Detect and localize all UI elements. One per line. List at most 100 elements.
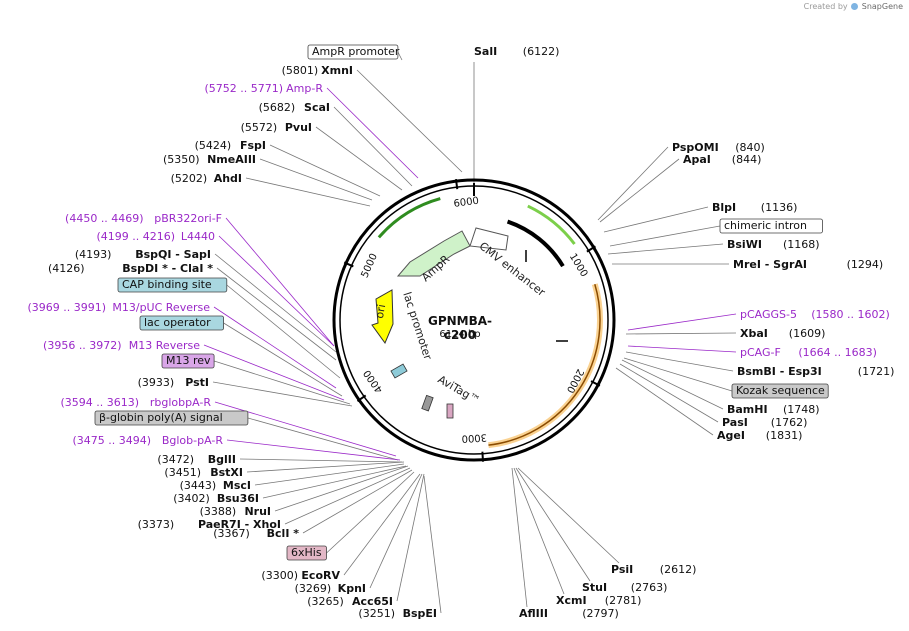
site-name: PspOMI	[672, 141, 719, 154]
site-pos: (2763)	[631, 581, 668, 594]
site-name: L4440	[181, 230, 215, 243]
site-pbr322ori-f: pBR322ori-F(4450 .. 4469)	[65, 212, 222, 225]
site-pos: (3367)	[213, 527, 250, 540]
leader-line	[625, 351, 734, 372]
site-name: XcmI	[556, 594, 587, 607]
site-name: Acc65I	[352, 595, 393, 608]
feature-box	[94, 410, 249, 426]
site-kozak-sequence: Kozak sequence	[731, 383, 829, 399]
site-acc65i: Acc65I (3265)	[307, 595, 393, 608]
site-kpni: KpnI(3269)	[295, 582, 366, 595]
site-amp-r: Amp-R(5752 .. 5771)	[204, 82, 323, 95]
site-pos: (3472)	[157, 453, 194, 466]
site-pos: (1721)	[858, 365, 895, 378]
site-pos: (3265)	[307, 595, 344, 608]
site-name: Bglob-pA-R	[162, 434, 224, 447]
site-name: SalI	[474, 45, 497, 58]
site-xbai: XbaI(1609)	[740, 327, 825, 340]
site-ecorv: EcoRV(3300)	[261, 569, 340, 582]
site-6xhis: 6xHis	[286, 545, 327, 561]
tick-label: 3000	[461, 431, 487, 444]
feature-box	[161, 353, 215, 369]
site-pos: (3443)	[180, 479, 217, 492]
site-stui: StuI (2763)	[582, 581, 667, 594]
site-pvui: PvuI(5572)	[241, 121, 312, 134]
leader-line	[284, 467, 411, 525]
leader-line	[223, 322, 343, 397]
map-length: 6124 bp	[439, 329, 481, 340]
site-name: AflIII	[519, 607, 548, 620]
leader-line	[423, 475, 442, 614]
tick-label: 1000	[567, 252, 590, 279]
site-pos: (5424)	[195, 139, 232, 152]
leader-line	[627, 313, 737, 331]
leader-line	[619, 363, 719, 423]
site-nrui: NruI(3388)	[200, 505, 271, 518]
site-name: BclI *	[267, 527, 300, 540]
leader-line	[245, 177, 371, 207]
site-bspdi-clai-: BspDI * - ClaI *(4126)	[48, 262, 213, 275]
leader-line	[214, 253, 337, 353]
feature-box	[286, 545, 327, 561]
site-cap-binding-site: CAP binding site	[117, 277, 228, 293]
site-pos: (3388)	[200, 505, 237, 518]
feature-box	[307, 44, 399, 60]
feature-box	[731, 383, 829, 399]
site-pos: (3594 .. 3613)	[60, 396, 139, 409]
site-pos: (1762)	[771, 416, 808, 429]
site-name: BamHI	[727, 403, 768, 416]
site-agei: AgeI(1831)	[717, 429, 802, 442]
leader-line	[627, 345, 737, 353]
site-pos: (6122)	[523, 45, 560, 58]
site-name: StuI	[582, 581, 607, 594]
site-pos: (1168)	[783, 238, 820, 251]
tick-mark	[343, 261, 354, 268]
site-pos: (4199 .. 4216)	[96, 230, 175, 243]
site-pos: (2797)	[582, 607, 619, 620]
site-name: BspDI * - ClaI *	[122, 262, 213, 275]
site-pos: (1294)	[847, 258, 884, 271]
site-name: pCAG-F	[740, 346, 781, 359]
leader-line	[226, 284, 341, 379]
leader-line	[356, 69, 463, 173]
site-m13-puc-reverse: M13/pUC Reverse(3969 .. 3991)	[27, 301, 210, 314]
site-name: Amp-R	[286, 82, 323, 95]
site-xmni: XmnI(5801)	[282, 64, 353, 77]
site-pos: (1664 .. 1683)	[798, 346, 877, 359]
site-pos: (5752 .. 5771)	[204, 82, 283, 95]
site-name: BglII	[208, 453, 236, 466]
site-chimeric-intron: chimeric intron	[719, 218, 823, 234]
leader-line	[254, 463, 405, 486]
leader-line	[226, 439, 401, 461]
feature-box-text: AmpR promoter	[312, 45, 400, 58]
site-psti: PstI(3933)	[138, 376, 209, 389]
site-labels: SalI(6122)PspOMI(840)ApaI(844)BlpI(1136)…	[27, 44, 895, 620]
leader-line	[203, 344, 345, 401]
leader-line	[621, 359, 724, 410]
site-name: XbaI	[740, 327, 768, 340]
site-name: AgeI	[717, 429, 745, 442]
site-pos: (1136)	[761, 201, 798, 214]
site-name: BlpI	[712, 201, 736, 214]
his-block	[446, 403, 454, 419]
avitag-label: AviTag™	[436, 373, 482, 407]
leader-line	[623, 357, 733, 392]
site-name: PasI	[722, 416, 748, 429]
site-pcaggs-5: pCAGGS-5(1580 .. 1602)	[740, 308, 890, 321]
leader-line	[396, 473, 425, 602]
site-msci: MscI(3443)	[180, 479, 251, 492]
site-pos: (5350)	[163, 153, 200, 166]
site-mrei-sgrai: MreI - SgrAI(1294)	[733, 258, 883, 271]
leader-line	[607, 243, 724, 255]
ampr-arrow	[396, 230, 471, 277]
tick-mark	[454, 179, 459, 190]
leader-line	[302, 469, 413, 534]
site-name: pBR322ori-F	[154, 212, 222, 225]
leader-line	[225, 217, 335, 347]
site-afliii: AflIII (2797)	[519, 607, 619, 620]
site-bstxi: BstXI(3451)	[164, 466, 243, 479]
feature-box	[139, 315, 224, 331]
leader-line	[343, 473, 421, 576]
feature-box	[117, 277, 228, 293]
